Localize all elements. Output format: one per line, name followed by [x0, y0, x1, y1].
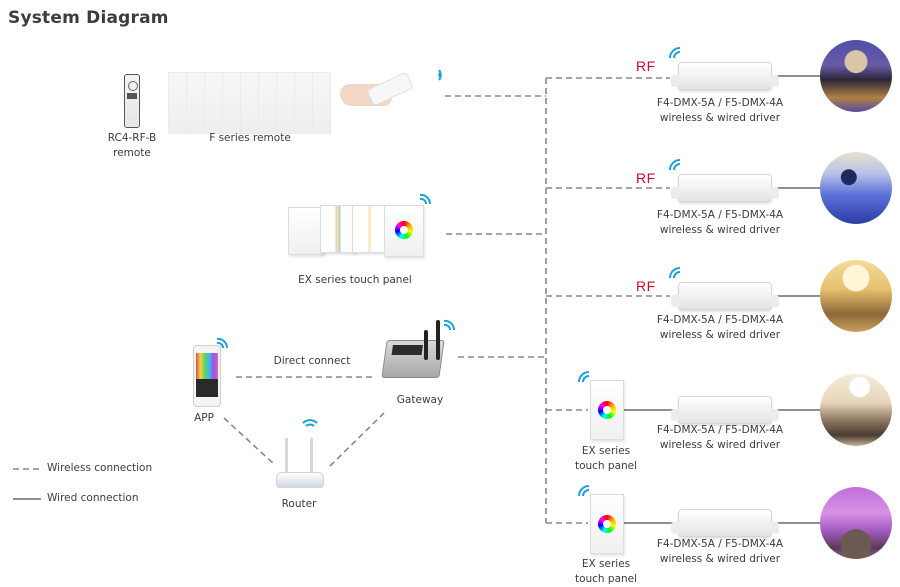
rc4-remote-model: RC4-RF-B — [107, 132, 157, 144]
legend-wired-label: Wired connection — [47, 492, 139, 504]
wifi-icon — [438, 69, 442, 81]
driver-device — [671, 174, 779, 202]
wall-remote-icon — [294, 72, 313, 134]
rf-label: RF — [636, 170, 656, 186]
smartphone-icon — [193, 345, 221, 407]
scene-living-room-image — [820, 374, 892, 446]
wall-remote-icon — [186, 72, 205, 134]
driver-device — [671, 62, 779, 90]
driver-model: F4-DMX-5A / F5-DMX-4A — [656, 209, 784, 221]
ex-panel-label-line1: EX series — [581, 558, 631, 570]
router-antenna-2 — [310, 438, 313, 474]
color-wheel-icon — [598, 515, 616, 533]
wifi-icon — [669, 159, 681, 171]
wall-remote-icon — [258, 72, 277, 134]
f-series-remote-label: F series remote — [209, 132, 291, 144]
app-screen — [196, 353, 218, 397]
wall-remote-icon — [222, 72, 241, 134]
scene-purple-bedroom-image — [820, 487, 892, 559]
hand-with-remote — [340, 71, 414, 108]
ex-panel-label: EX series touch panel — [570, 444, 642, 474]
gateway-antenna-1 — [424, 330, 428, 360]
rc4-remote-device — [124, 74, 140, 128]
driver-label: F4-DMX-5A / F5-DMX-4A wireless & wired d… — [650, 537, 790, 567]
driver-desc: wireless & wired driver — [659, 112, 781, 124]
driver-device — [671, 396, 779, 424]
wifi-icon — [669, 47, 681, 59]
ex-touch-panel-label: EX series touch panel — [298, 274, 412, 286]
direct-connect-label: Direct connect — [273, 355, 351, 367]
gateway-antenna-2 — [436, 320, 440, 360]
driver-label: F4-DMX-5A / F5-DMX-4A wireless & wired d… — [650, 313, 790, 343]
wall-remote-icon — [312, 72, 331, 134]
wifi-icon — [443, 319, 456, 331]
driver-model: F4-DMX-5A / F5-DMX-4A — [656, 538, 784, 550]
touch-panel-icon — [320, 205, 356, 253]
wifi-icon — [578, 371, 590, 383]
gateway-label: Gateway — [396, 394, 444, 406]
wall-remote-icon — [276, 72, 295, 134]
wireless-link-app-router — [223, 417, 276, 466]
color-wheel-icon — [598, 401, 616, 419]
wall-remote-icon — [240, 72, 259, 134]
remote-control-icon — [128, 81, 138, 91]
page-title: System Diagram — [8, 8, 169, 28]
wall-remote-icon — [204, 72, 223, 134]
driver-label: F4-DMX-5A / F5-DMX-4A wireless & wired d… — [650, 96, 790, 126]
wifi-icon — [669, 267, 681, 279]
wifi-icon — [578, 485, 590, 497]
router-antenna-1 — [285, 438, 288, 474]
driver-desc: wireless & wired driver — [659, 553, 781, 565]
driver-model: F4-DMX-5A / F5-DMX-4A — [656, 97, 784, 109]
scene-blue-room-image — [820, 152, 892, 224]
scene-theater-image — [820, 40, 892, 112]
driver-device — [671, 509, 779, 537]
touch-panel-icon — [352, 205, 388, 253]
driver-label: F4-DMX-5A / F5-DMX-4A wireless & wired d… — [650, 208, 790, 238]
ex-panel-label-line2: touch panel — [574, 460, 638, 472]
router-label: Router — [281, 498, 317, 510]
driver-device — [671, 282, 779, 310]
ex-touch-panels — [288, 203, 428, 259]
wireless-link-router-gateway — [329, 412, 385, 467]
legend-wireless-label: Wireless connection — [47, 462, 153, 474]
ex-panel-label-line2: touch panel — [574, 573, 638, 585]
driver-desc: wireless & wired driver — [659, 224, 781, 236]
wall-remote-icon — [168, 72, 187, 134]
touch-panel-icon — [590, 494, 624, 554]
app-label: APP — [194, 412, 214, 424]
wifi-icon — [216, 337, 229, 349]
driver-label: F4-DMX-5A / F5-DMX-4A wireless & wired d… — [650, 423, 790, 453]
touch-panel-icon — [590, 380, 624, 440]
ex-panel-label: EX series touch panel — [570, 557, 642, 587]
driver-model: F4-DMX-5A / F5-DMX-4A — [656, 314, 784, 326]
ex-panel-label-line1: EX series — [581, 445, 631, 457]
touch-panel-icon — [288, 207, 324, 255]
driver-desc: wireless & wired driver — [659, 329, 781, 341]
color-wheel-icon — [395, 221, 413, 239]
f-series-remotes — [168, 72, 331, 136]
driver-desc: wireless & wired driver — [659, 439, 781, 451]
touch-panel-icon — [384, 205, 424, 257]
rc4-remote-type: remote — [113, 147, 151, 159]
router-icon — [276, 472, 324, 488]
scene-warm-hall-image — [820, 260, 892, 332]
wifi-icon — [419, 193, 432, 205]
wifi-icon — [302, 419, 318, 427]
rc4-remote-label: RC4-RF-B remote — [100, 131, 164, 161]
rf-label: RF — [636, 278, 656, 294]
driver-model: F4-DMX-5A / F5-DMX-4A — [656, 424, 784, 436]
rf-label: RF — [636, 58, 656, 74]
